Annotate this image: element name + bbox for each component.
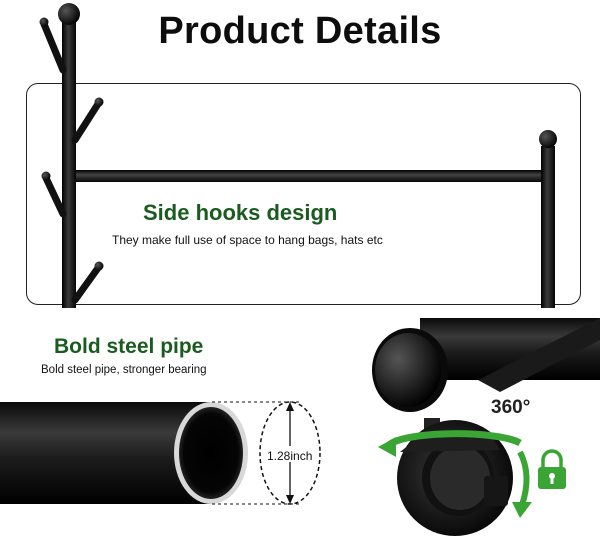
page-title: Product Details [158, 10, 442, 52]
diameter-label: 1.28inch [267, 449, 313, 463]
diameter-indicator [212, 401, 321, 505]
hooks-description: They make full use of space to hang bags… [112, 233, 383, 247]
pipe-heading: Bold steel pipe [54, 335, 204, 358]
lock-icon [538, 449, 566, 489]
pipe-description: Bold steel pipe, stronger bearing [41, 364, 207, 376]
hooks-heading: Side hooks design [143, 200, 338, 225]
hooks-detail-frame [26, 83, 581, 305]
side-hooks [40, 20, 102, 304]
hanging-rail [76, 130, 557, 308]
caster-wheel [372, 318, 600, 536]
rotation-label: 360° [491, 397, 531, 418]
rack-pole [58, 3, 80, 308]
steel-pipe [0, 402, 248, 504]
rotation-arrow-icon [378, 430, 532, 518]
